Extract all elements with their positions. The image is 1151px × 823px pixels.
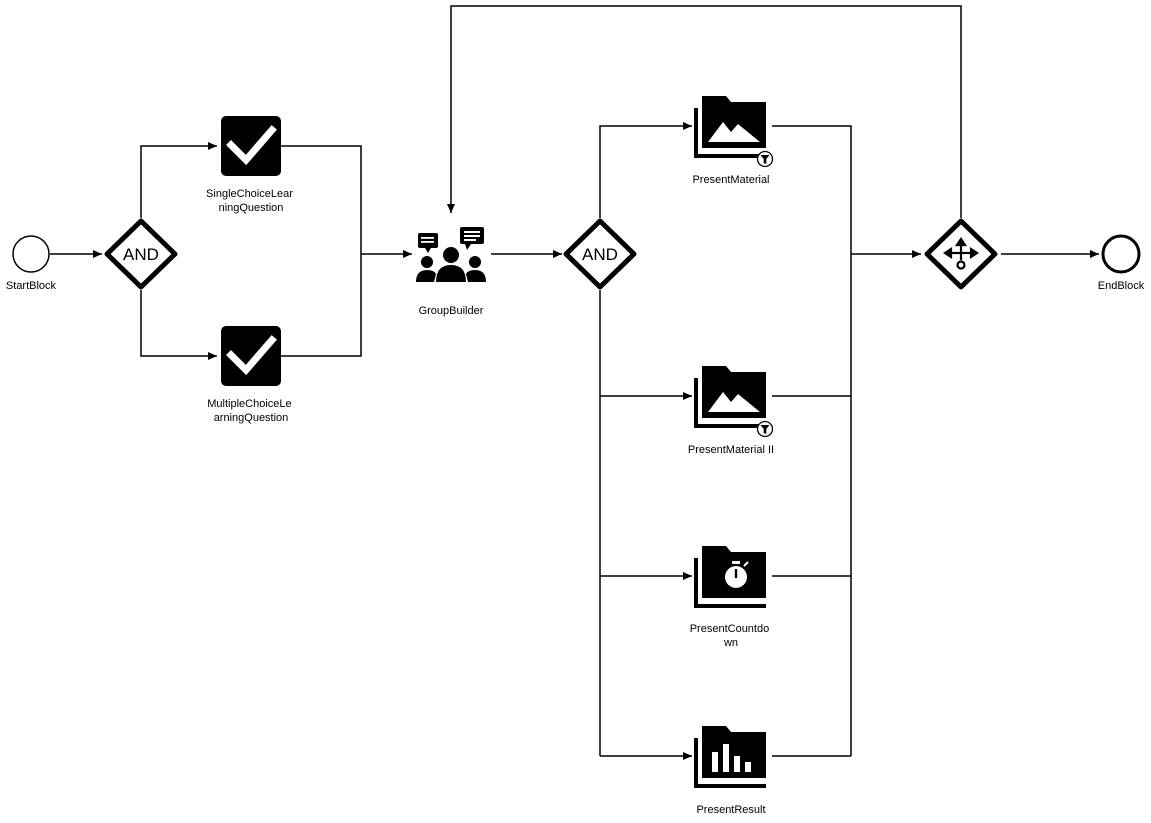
task-label: PresentCountdo wn <box>690 623 773 649</box>
edge-single-choice-to-merge <box>281 145 362 254</box>
task-label: MultipleChoiceLe arningQuestion <box>207 398 294 424</box>
edge-present-material-out <box>772 125 852 756</box>
edge-multiple-choice-to-merge <box>281 254 362 357</box>
join-gateway[interactable] <box>924 218 998 290</box>
checkmark-icon <box>221 326 281 386</box>
end-event[interactable]: EndBlock <box>1098 234 1145 292</box>
and-gateway-split[interactable]: AND <box>104 218 178 290</box>
edges <box>50 5 1099 760</box>
task-present-result[interactable]: PresentResult <box>694 726 766 816</box>
task-multiple-choice-question[interactable]: MultipleChoiceLe arningQuestion <box>207 326 294 424</box>
filter-icon <box>756 420 774 438</box>
task-present-material[interactable]: PresentMaterial <box>692 96 774 186</box>
edge-and-to-single-choice <box>140 142 217 218</box>
gateway-diamond <box>104 218 178 290</box>
task-present-material-ii[interactable]: PresentMaterial II <box>688 366 774 456</box>
bar-chart-folder-icon <box>694 726 766 788</box>
task-group-builder[interactable]: GroupBuilder <box>416 227 486 317</box>
start-event-label: StartBlock <box>6 280 57 292</box>
task-single-choice-question[interactable]: SingleChoiceLear ningQuestion <box>206 116 296 214</box>
split-arrows-icon <box>943 237 979 270</box>
stopwatch-folder-icon <box>694 546 766 608</box>
edge-and-to-multiple-choice <box>140 290 217 360</box>
task-label: GroupBuilder <box>419 305 484 317</box>
gateway-diamond <box>563 218 637 290</box>
filter-icon <box>756 150 774 168</box>
edge-and-to-present-material <box>599 122 692 218</box>
task-label: PresentResult <box>696 804 765 816</box>
checkmark-icon <box>221 116 281 176</box>
group-chat-icon <box>416 227 486 282</box>
end-event-label: EndBlock <box>1098 280 1145 292</box>
start-event[interactable]: StartBlock <box>6 235 57 292</box>
task-label: PresentMaterial II <box>688 444 774 456</box>
start-event-circle <box>12 235 50 273</box>
edge-loop-back-to-groupbuilder <box>447 5 962 218</box>
gateway-label: AND <box>582 245 618 264</box>
gateway-label: AND <box>123 245 159 264</box>
image-folder-icon <box>694 366 766 428</box>
task-label: PresentMaterial <box>692 174 769 186</box>
task-label: SingleChoiceLear ningQuestion <box>206 188 296 214</box>
end-event-circle <box>1101 234 1141 274</box>
image-folder-icon <box>694 96 766 158</box>
task-present-countdown[interactable]: PresentCountdo wn <box>690 546 773 649</box>
and-gateway-split-2[interactable]: AND <box>563 218 637 290</box>
